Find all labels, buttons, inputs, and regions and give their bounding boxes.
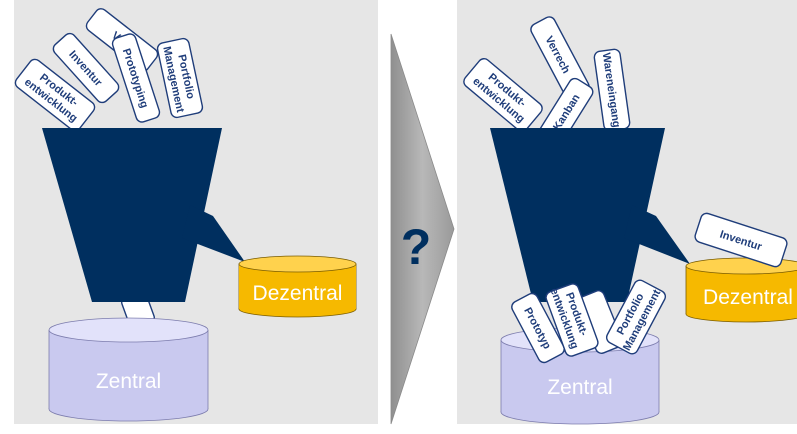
right-card-produktentwicklung-bottom: Produkt- entwicklung	[545, 283, 599, 357]
right-storage-decentral: Dezentral	[685, 257, 797, 323]
left-storage-central: Zentral	[48, 317, 209, 422]
right-panel: Verrech Wareneingang Kanban Produkt- ent…	[457, 0, 797, 425]
storage-label: Zentral	[547, 376, 612, 399]
storage-label: Zentral	[96, 370, 161, 393]
storage-label: Dezentral	[253, 282, 343, 305]
process-arrow	[390, 33, 455, 425]
divider: ?	[390, 33, 455, 425]
left-funnel	[42, 128, 245, 302]
right-card-inventur: Inventur	[694, 212, 788, 268]
storage-label: Dezentral	[703, 286, 793, 309]
left-panel: Verr Portfolio Management Prototyping In…	[14, 0, 378, 424]
question-mark: ?	[401, 219, 432, 275]
left-storage-decentral: Dezentral	[238, 255, 357, 318]
right-funnel	[490, 128, 690, 302]
